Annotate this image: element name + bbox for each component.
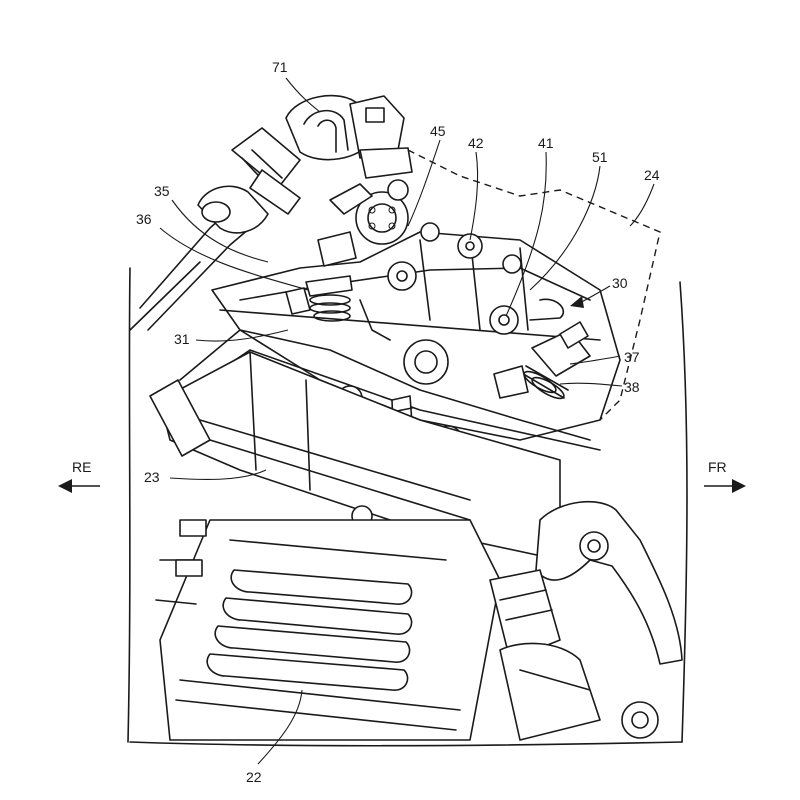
direction-arrow-re [58, 479, 100, 493]
crankcase-22 [156, 520, 500, 740]
ref-label-24: 24 [644, 167, 660, 183]
ref-label-30: 30 [612, 275, 628, 291]
ref-label-38: 38 [624, 379, 640, 395]
top-fitting-71 [286, 96, 412, 178]
ref-label-36: 36 [136, 211, 152, 227]
ref-label-37: 37 [624, 349, 640, 365]
direction-arrow-fr [704, 479, 746, 493]
ref-label-31: 31 [174, 331, 190, 347]
ref-label-45: 45 [430, 123, 446, 139]
ref-label-23: 23 [144, 469, 160, 485]
ignition-coil-connector [198, 128, 300, 233]
direction-label-fr: FR [708, 459, 727, 475]
ref-label-41: 41 [538, 135, 554, 151]
ref-label-35: 35 [154, 183, 170, 199]
direction-label-re: RE [72, 459, 91, 475]
ref-label-42: 42 [468, 135, 484, 151]
ref-label-51: 51 [592, 149, 608, 165]
ref-label-22: 22 [246, 769, 262, 785]
ref-label-71: 71 [272, 59, 288, 75]
